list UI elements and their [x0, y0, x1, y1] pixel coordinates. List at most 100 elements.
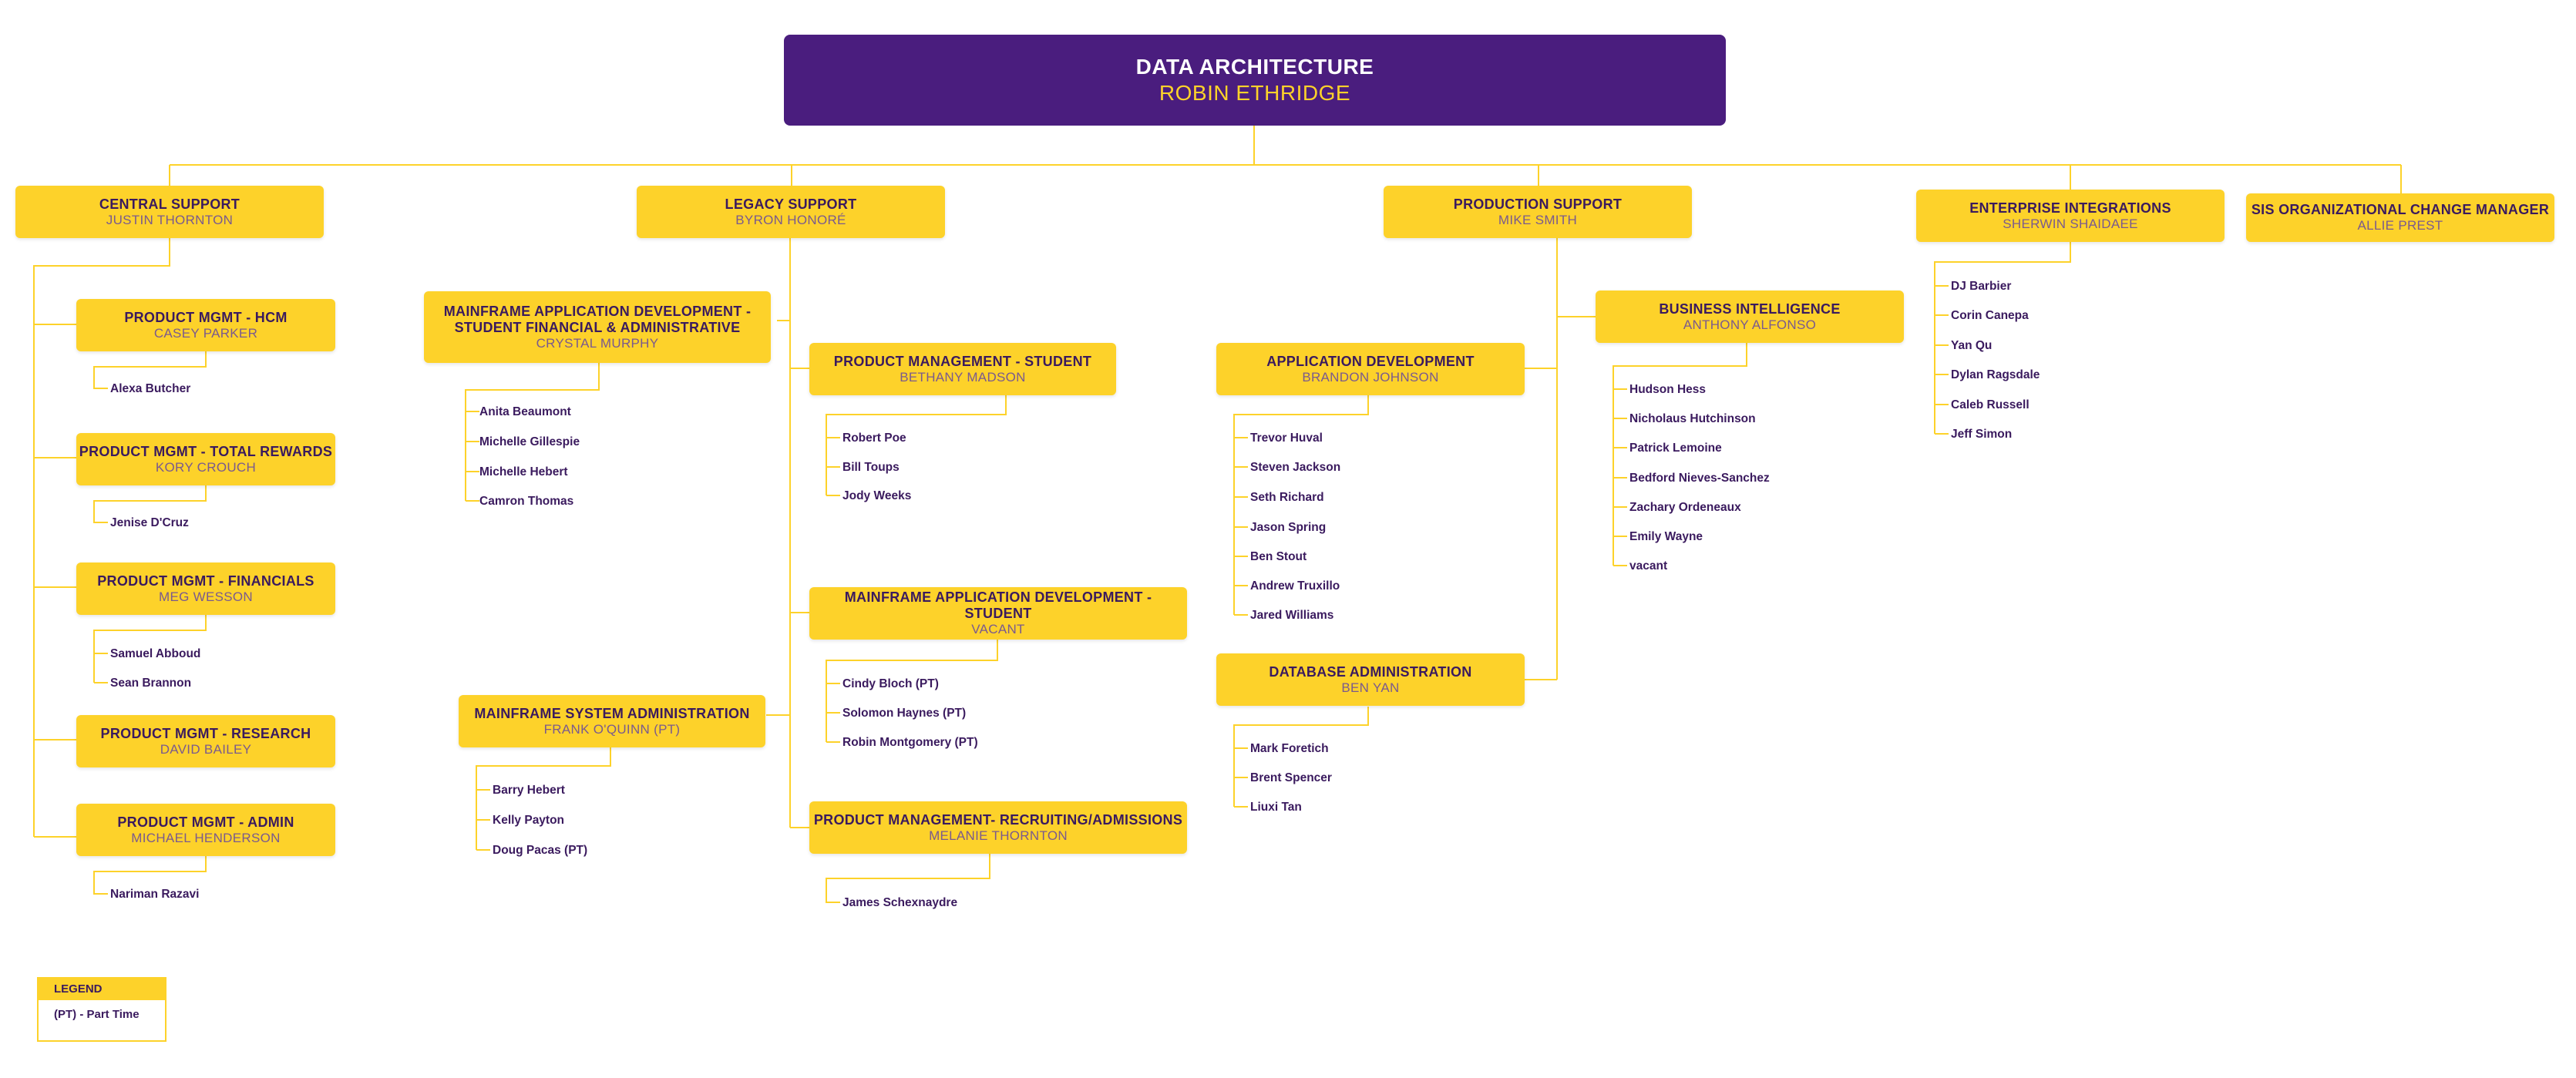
- group-person: CRYSTAL MURPHY: [536, 335, 659, 351]
- group-database-administration: DATABASE ADMINISTRATION BEN YAN: [1216, 653, 1525, 706]
- member: Ben Stout: [1250, 550, 1307, 563]
- group-person: ANTHONY ALFONSO: [1683, 317, 1817, 332]
- member: Doug Pacas (PT): [493, 844, 588, 857]
- root-node: DATA ARCHITECTURE ROBIN ETHRIDGE: [784, 35, 1726, 126]
- legend-item: (PT) - Part Time: [54, 1008, 140, 1021]
- team-central-support: CENTRAL SUPPORT JUSTIN THORNTON: [15, 186, 324, 238]
- member: Dylan Ragsdale: [1951, 368, 2040, 381]
- group-mainframe-sysadmin: MAINFRAME SYSTEM ADMINISTRATION FRANK O'…: [459, 695, 765, 747]
- member: Trevor Huval: [1250, 432, 1323, 445]
- member: Jody Weeks: [842, 489, 912, 502]
- member: Sean Brannon: [110, 677, 192, 690]
- group-person: BEN YAN: [1341, 680, 1400, 695]
- root-person: ROBIN ETHRIDGE: [1159, 81, 1351, 105]
- group-person: BRANDON JOHNSON: [1302, 369, 1439, 385]
- member: Bedford Nieves-Sanchez: [1629, 472, 1770, 485]
- member: Barry Hebert: [493, 784, 565, 797]
- group-person: FRANK O'QUINN (PT): [543, 721, 681, 737]
- team-sis-change-manager: SIS ORGANIZATIONAL CHANGE MANAGER ALLIE …: [2246, 193, 2554, 242]
- team-person: BYRON HONORÉ: [735, 212, 846, 227]
- group-pm-total-rewards: PRODUCT MGMT - TOTAL REWARDS KORY CROUCH: [76, 433, 335, 485]
- group-title-line1: MAINFRAME APPLICATION DEVELOPMENT -: [443, 303, 752, 319]
- member: Patrick Lemoine: [1629, 442, 1722, 455]
- team-legacy-support: LEGACY SUPPORT BYRON HONORÉ: [637, 186, 945, 238]
- group-title: PRODUCT MGMT - FINANCIALS: [97, 573, 314, 589]
- member: Steven Jackson: [1250, 461, 1341, 474]
- member: Zachary Ordeneaux: [1629, 501, 1741, 514]
- legend-header: LEGEND: [39, 979, 165, 1000]
- group-pm-research: PRODUCT MGMT - RESEARCH DAVID BAILEY: [76, 715, 335, 767]
- group-pm-student: PRODUCT MANAGEMENT - STUDENT BETHANY MAD…: [809, 343, 1116, 395]
- member: Corin Canepa: [1951, 309, 2029, 322]
- team-person: ALLIE PREST: [2357, 218, 2443, 233]
- member: Andrew Truxillo: [1250, 579, 1340, 593]
- member: Seth Richard: [1250, 491, 1324, 504]
- member: Anita Beaumont: [479, 405, 571, 418]
- team-title: SIS ORGANIZATIONAL CHANGE MANAGER: [2251, 202, 2550, 217]
- member: Alexa Butcher: [110, 382, 191, 395]
- member: Emily Wayne: [1629, 530, 1703, 543]
- member: Yan Qu: [1951, 339, 1993, 352]
- group-title: BUSINESS INTELLIGENCE: [1659, 301, 1841, 317]
- group-title: PRODUCT MGMT - TOTAL REWARDS: [79, 443, 333, 459]
- member: Camron Thomas: [479, 495, 574, 508]
- team-title: LEGACY SUPPORT: [725, 196, 857, 212]
- member: Samuel Abboud: [110, 647, 201, 660]
- group-title: DATABASE ADMINISTRATION: [1269, 663, 1472, 680]
- group-person: MEG WESSON: [158, 589, 253, 604]
- group-application-development: APPLICATION DEVELOPMENT BRANDON JOHNSON: [1216, 343, 1525, 395]
- member: Jason Spring: [1250, 521, 1327, 534]
- team-title: PRODUCTION SUPPORT: [1453, 196, 1623, 212]
- member: Caleb Russell: [1951, 398, 2030, 411]
- group-title: PRODUCT MGMT - ADMIN: [117, 814, 294, 830]
- team-title: ENTERPRISE INTEGRATIONS: [1969, 200, 2171, 216]
- group-person: MICHAEL HENDERSON: [131, 830, 281, 845]
- group-title: MAINFRAME SYSTEM ADMINISTRATION: [474, 705, 750, 721]
- group-title-line2: STUDENT FINANCIAL & ADMINISTRATIVE: [454, 319, 741, 335]
- member: Robert Poe: [842, 432, 906, 445]
- member: Cindy Bloch (PT): [842, 677, 939, 690]
- group-business-intelligence: BUSINESS INTELLIGENCE ANTHONY ALFONSO: [1596, 290, 1904, 343]
- team-enterprise-integrations: ENTERPRISE INTEGRATIONS SHERWIN SHAIDAEE: [1916, 190, 2225, 242]
- group-title: PRODUCT MGMT - HCM: [124, 309, 288, 325]
- member: Jared Williams: [1250, 609, 1334, 622]
- group-pm-hcm: PRODUCT MGMT - HCM CASEY PARKER: [76, 299, 335, 351]
- legend: LEGEND (PT) - Part Time: [37, 977, 166, 1042]
- member: Michelle Hebert: [479, 465, 568, 479]
- member: Mark Foretich: [1250, 742, 1329, 755]
- group-pm-recruiting: PRODUCT MANAGEMENT- RECRUITING/ADMISSION…: [809, 801, 1187, 854]
- group-title: PRODUCT MGMT - RESEARCH: [100, 725, 311, 741]
- member: Nariman Razavi: [110, 888, 200, 901]
- team-person: SHERWIN SHAIDAEE: [2003, 216, 2138, 231]
- group-mainframe-student: MAINFRAME APPLICATION DEVELOPMENT - STUD…: [809, 587, 1187, 640]
- team-production-support: PRODUCTION SUPPORT MIKE SMITH: [1384, 186, 1692, 238]
- group-pm-admin: PRODUCT MGMT - ADMIN MICHAEL HENDERSON: [76, 804, 335, 856]
- group-person: VACANT: [971, 622, 1025, 636]
- member: Nicholaus Hutchinson: [1629, 412, 1756, 425]
- team-person: MIKE SMITH: [1498, 212, 1578, 227]
- group-person: MELANIE THORNTON: [929, 828, 1068, 843]
- group-title: PRODUCT MANAGEMENT - STUDENT: [833, 353, 1092, 369]
- member: vacant: [1629, 559, 1668, 573]
- group-person: KORY CROUCH: [155, 459, 257, 475]
- group-title: PRODUCT MANAGEMENT- RECRUITING/ADMISSION…: [813, 811, 1183, 828]
- group-title: APPLICATION DEVELOPMENT: [1266, 353, 1475, 369]
- member: Bill Toups: [842, 461, 900, 474]
- member: Kelly Payton: [493, 814, 565, 827]
- team-title: CENTRAL SUPPORT: [99, 196, 240, 212]
- member: Liuxi Tan: [1250, 801, 1302, 814]
- group-person: DAVID BAILEY: [160, 741, 252, 757]
- group-title: MAINFRAME APPLICATION DEVELOPMENT - STUD…: [844, 589, 1152, 621]
- member: Brent Spencer: [1250, 771, 1332, 784]
- member: Hudson Hess: [1629, 383, 1707, 396]
- group-person: BETHANY MADSON: [900, 369, 1026, 385]
- member: Robin Montgomery (PT): [842, 736, 978, 749]
- member: DJ Barbier: [1951, 280, 2012, 293]
- group-mainframe-sfa: MAINFRAME APPLICATION DEVELOPMENT - STUD…: [424, 291, 771, 363]
- member: Jenise D'Cruz: [110, 516, 189, 529]
- group-person: CASEY PARKER: [153, 325, 258, 341]
- member: Solomon Haynes (PT): [842, 707, 967, 720]
- group-pm-financials: PRODUCT MGMT - FINANCIALS MEG WESSON: [76, 563, 335, 615]
- root-title: DATA ARCHITECTURE: [1135, 55, 1374, 79]
